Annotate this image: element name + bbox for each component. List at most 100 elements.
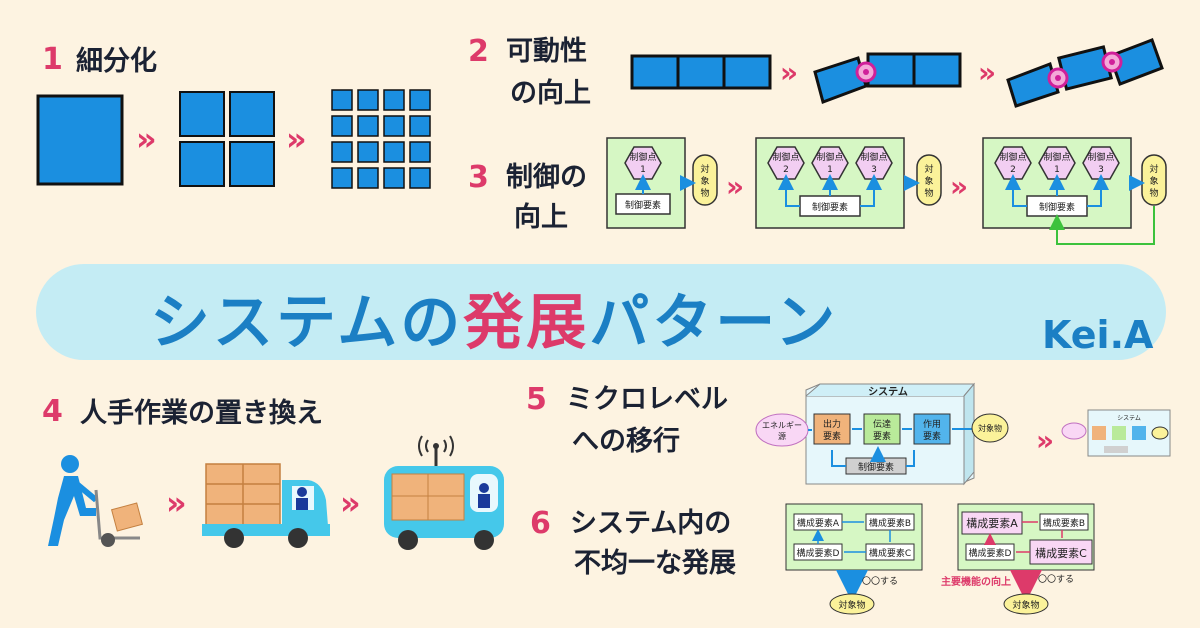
control-point-hexagon: [994, 146, 1032, 180]
target-label-2: 象: [700, 175, 709, 187]
mobility-diagram: [630, 38, 1164, 108]
title-banner: [36, 264, 1166, 360]
section-3-label-line1: 制御の: [506, 162, 587, 193]
control-element-label: 制御要素: [1039, 201, 1075, 213]
component-d: 構成要素D: [969, 547, 1012, 559]
component-c-highlight: 構成要素C: [1035, 547, 1087, 560]
target-label: 対象物: [838, 599, 865, 611]
section-4-label: 人手作業の置き換え: [80, 398, 323, 429]
transition-arrow: »: [1036, 424, 1054, 457]
transition-arrow: »: [726, 170, 744, 203]
subdivided-square: [357, 115, 379, 137]
control-point-hexagon: [1082, 146, 1120, 180]
main-title-part1: システムの: [150, 288, 464, 358]
manual-work-diagram: [48, 435, 504, 550]
subdivision-diagram: [36, 89, 431, 189]
main-title-part3: パターン: [589, 288, 839, 358]
author-name: Kei.A: [1042, 313, 1154, 357]
transition-arrow: »: [340, 484, 361, 522]
energy-label-2: 源: [778, 432, 786, 441]
component-a-highlight: 構成要素A: [966, 517, 1018, 530]
subdivided-square: [357, 167, 379, 189]
control-arrows: [635, 174, 1145, 207]
component-a: 構成要素A: [797, 517, 840, 529]
component-b: 構成要素B: [869, 517, 911, 529]
hex-label: 制御点: [860, 151, 887, 163]
section-2-label-line1: 可動性: [506, 36, 587, 67]
section-2-number: 2: [468, 34, 489, 69]
transition-arrow: »: [286, 120, 307, 158]
uneven-development-diagram: [785, 503, 1095, 615]
transition-arrow: »: [780, 56, 798, 89]
target-label-1: 対: [700, 163, 709, 175]
target-label: 対象物: [978, 423, 1002, 433]
hex-label: 制御点: [629, 151, 656, 163]
transition-arrow: »: [950, 170, 968, 203]
system-label: システム: [868, 386, 908, 398]
subdivided-square: [383, 89, 405, 111]
control-point-hexagon: [855, 146, 893, 180]
hex-number: 2: [783, 165, 789, 175]
control-hexagons: [624, 146, 1120, 180]
section-3-label-line2: 向上: [514, 202, 568, 233]
hex-label: 制御点: [1087, 151, 1114, 163]
hex-number: 1: [640, 165, 646, 175]
subdivided-square: [331, 141, 353, 163]
target-label-2: 象: [1149, 175, 1158, 187]
subdivided-square: [331, 89, 353, 111]
control-element-label: 制御要素: [625, 199, 661, 211]
hex-label: 制御点: [999, 151, 1026, 163]
main-function-label: 主要機能の向上: [941, 575, 1011, 588]
target-label-1: 対: [1149, 163, 1158, 175]
hex-number: 3: [1098, 165, 1104, 175]
subdivided-square: [409, 115, 431, 137]
subdivided-square: [409, 141, 431, 163]
section-6-label-line2: 不均一な発展: [574, 548, 736, 579]
output-element-1: 出力: [823, 418, 841, 430]
transmission-element-1: 伝達: [873, 418, 891, 430]
target-label-3: 物: [700, 187, 709, 199]
component-c: 構成要素C: [869, 547, 911, 559]
section-6-label-line1: システム内の: [570, 508, 732, 539]
section-2-label-line2: の向上: [510, 78, 591, 109]
subdivided-square: [409, 167, 431, 189]
action-label: 〇〇する: [862, 576, 898, 587]
subdivided-square: [383, 141, 405, 163]
section-1-number: 1: [42, 42, 63, 77]
component-d: 構成要素D: [797, 547, 840, 559]
micro-level-diagram: [755, 382, 1171, 486]
hex-label: 制御点: [772, 151, 799, 163]
control-element-label: 制御要素: [812, 201, 848, 213]
main-title-emphasis: 発展: [463, 288, 590, 358]
section-1-label: 細分化: [76, 46, 157, 77]
hex-label: 制御点: [816, 151, 843, 163]
target-label-1: 対: [924, 163, 933, 175]
subdivided-square: [357, 89, 379, 111]
action-element-1: 作用: [923, 418, 941, 430]
subdivided-square: [331, 167, 353, 189]
component-b: 構成要素B: [1043, 517, 1085, 529]
section-6-number: 6: [530, 506, 551, 541]
section-4-number: 4: [42, 394, 63, 429]
control-element-label: 制御要素: [858, 461, 894, 473]
transition-arrows: »»»»»»»»»: [136, 56, 1054, 522]
target-label-3: 物: [924, 187, 933, 199]
section-3-number: 3: [468, 160, 489, 195]
target-label-3: 物: [1149, 187, 1158, 199]
target-label: 対象物: [1012, 599, 1039, 611]
section-5-label-line2: への移行: [572, 426, 680, 457]
hex-number: 3: [871, 165, 877, 175]
subdivided-square: [331, 115, 353, 137]
action-element-2: 要素: [923, 430, 941, 442]
mini-system-label: システム: [1117, 415, 1141, 422]
hex-number: 2: [1010, 165, 1016, 175]
control-point-hexagon: [811, 146, 849, 180]
subdivided-square: [357, 141, 379, 163]
transition-arrow: »: [166, 484, 187, 522]
control-point-hexagon: [624, 146, 662, 180]
feedback-arrow: [1049, 206, 1155, 245]
energy-label-1: エネルギー: [762, 421, 802, 430]
